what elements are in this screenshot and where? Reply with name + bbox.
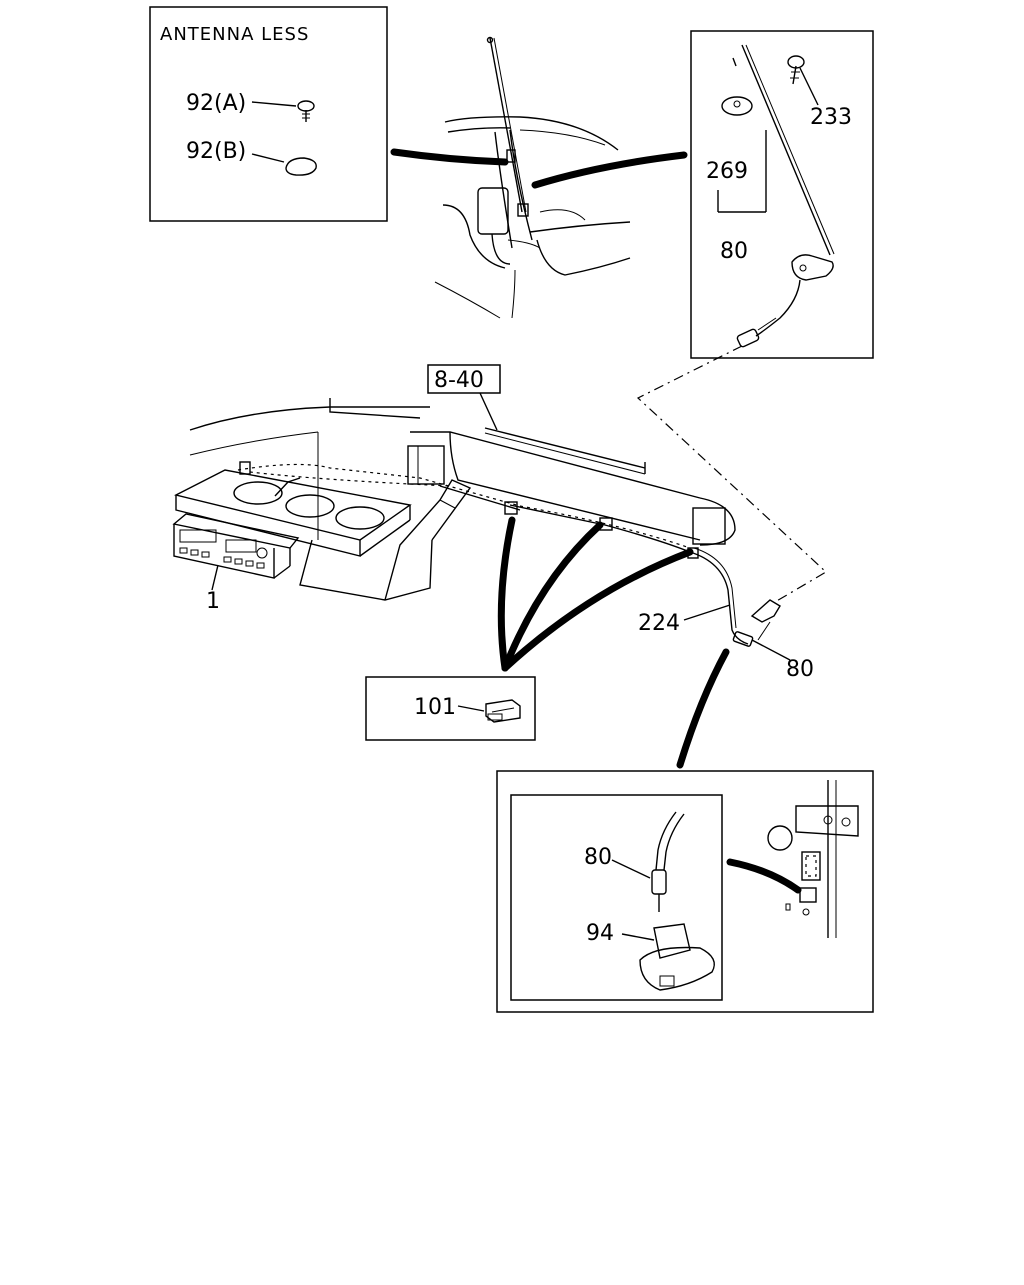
label-92a: 92(A) xyxy=(186,91,246,116)
bezel-icon xyxy=(721,57,753,116)
dash-panel-sketch xyxy=(767,780,859,938)
grommet-cap-icon xyxy=(285,157,317,176)
bottom-detail-inset: 80 94 xyxy=(496,770,874,1013)
antenna-assembly-inset: 233 269 80 xyxy=(690,30,874,359)
leader-bottom-inset xyxy=(676,648,730,769)
cable-route-line xyxy=(636,345,827,603)
screw-icon xyxy=(787,55,805,85)
leader-clip-box xyxy=(497,516,694,672)
label-80-antenna: 80 xyxy=(720,239,748,264)
antenna-less-title: ANTENNA LESS xyxy=(160,24,309,45)
label-94: 94 xyxy=(586,921,614,946)
label-80-bottom: 80 xyxy=(584,845,612,870)
antenna-less-inset: ANTENNA LESS 92(A) 92(B) xyxy=(149,6,388,222)
label-233: 233 xyxy=(810,105,852,130)
vehicle-pillar-sketch xyxy=(434,36,631,319)
leader-antenna-less xyxy=(390,148,509,166)
label-224: 224 xyxy=(638,611,680,636)
clip-icon xyxy=(485,699,521,723)
leader-antenna-inset xyxy=(531,151,688,189)
ref-box-label: 8-40 xyxy=(434,368,484,393)
dashboard-sketch xyxy=(172,398,781,647)
label-80-main: 80 xyxy=(786,657,814,682)
connector-icon xyxy=(732,599,781,647)
antenna-module-icon xyxy=(639,923,715,991)
antenna-base-icon xyxy=(791,254,834,281)
label-1: 1 xyxy=(206,589,220,614)
connector-icon xyxy=(736,317,777,348)
radio-unit-icon xyxy=(172,513,300,579)
reference-8-40-box: 8-40 xyxy=(427,364,501,431)
label-92b: 92(B) xyxy=(186,139,246,164)
label-269: 269 xyxy=(706,159,748,184)
clip-101-box: 101 xyxy=(365,676,536,741)
leader-module-to-panel xyxy=(726,858,802,894)
screw-icon xyxy=(297,100,315,122)
label-101: 101 xyxy=(414,695,456,720)
